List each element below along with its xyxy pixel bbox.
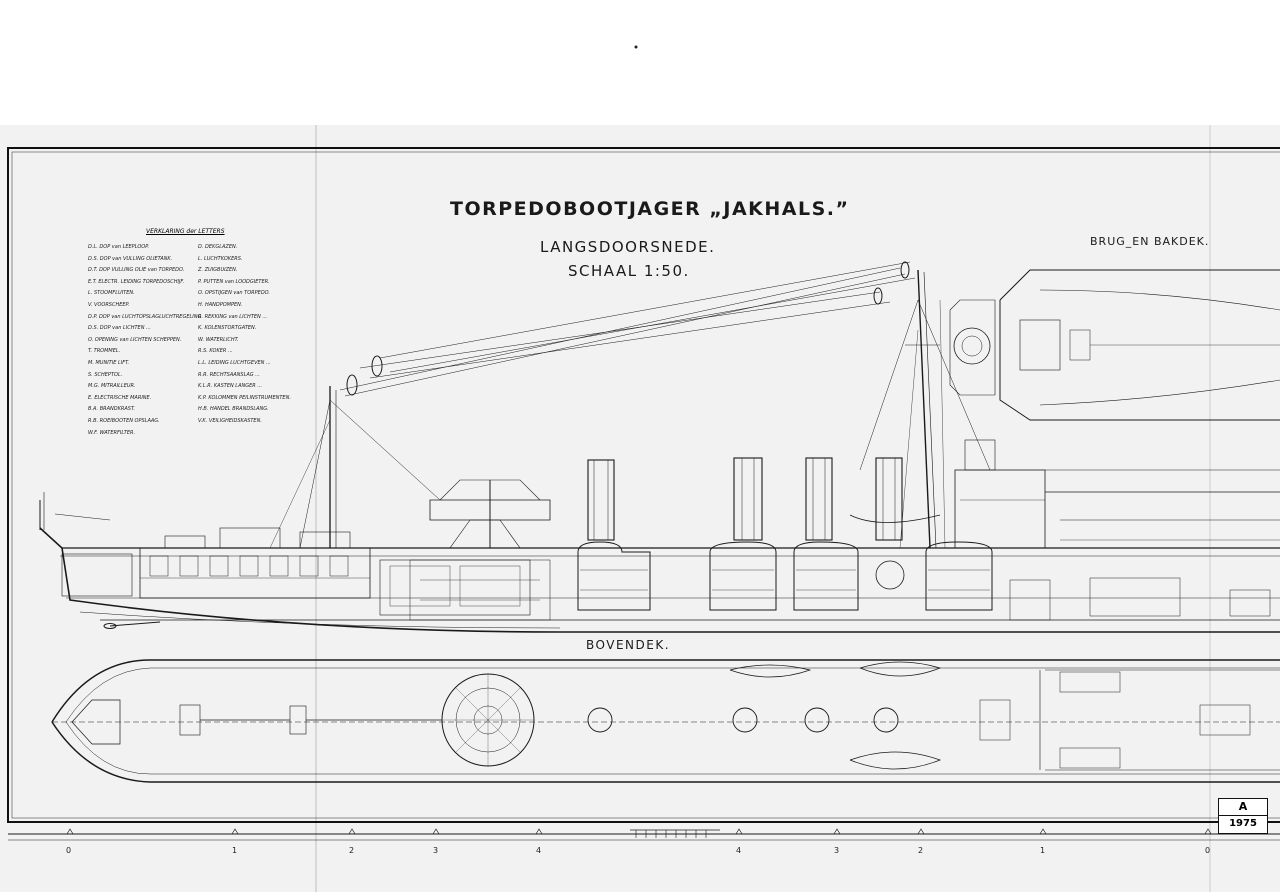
- legend-item: W. WATERLICHT.: [198, 336, 239, 343]
- legend-item: P. PUTTEN van LOODGIETER.: [198, 278, 270, 285]
- legend-item: R. REKKING van LICHTEN ...: [198, 313, 268, 320]
- stamp-number: 1975: [1229, 818, 1257, 829]
- scale-number: 3: [433, 846, 439, 855]
- legend-item: K.P. KOLOMMEN PEILINSTRUMENTEN.: [198, 394, 291, 401]
- legend-item: D.L. DOP van LEEPLOOP.: [88, 244, 150, 250]
- scale-number: 1: [1040, 846, 1046, 855]
- legend-item: L. LUCHTKOKERS.: [198, 255, 243, 262]
- legend-heading: VERKLARING der LETTERS: [146, 228, 225, 235]
- scale-number: 0: [66, 846, 72, 855]
- legend-item: O. OPSTIJGEN van TORPEDO.: [198, 290, 270, 297]
- upper-deck-plan: [51, 659, 1280, 783]
- legend-item: M. MUNITIE LIFT.: [88, 359, 130, 366]
- scale-bar-graphic: [8, 828, 1280, 841]
- legend-item: T. TROMMEL.: [88, 348, 121, 355]
- legend-item: V.K. VEILIGHEIDSKASTEN.: [198, 417, 262, 424]
- legend-item: L.L. LEIDING LUCHTGEVEN ...: [198, 359, 271, 366]
- scale-number: 3: [834, 846, 840, 855]
- upper-deck-label: BOVENDEK.: [586, 638, 671, 652]
- legend-right-column: D. DEKGLAZEN. L. LUCHTKOKERS. Z. ZUIGBUIZE…: [198, 242, 291, 428]
- legend-item: D.S. DOP van VULLING OLIETANK.: [88, 255, 173, 262]
- legend-item: D.P. DOP van LUCHTOPSLAGLUCHTREGELING: [88, 313, 202, 320]
- legend-item: K.L.R. KASTEN LANGER ...: [198, 383, 263, 390]
- legend-item: O. OPENING van LICHTEN SCHEPPEN.: [88, 336, 182, 343]
- legend: VERKLARING der LETTERS D.L. DOP van LEEP…: [88, 228, 318, 436]
- scale-number: 2: [918, 846, 924, 855]
- legend-item: H. HANDPOMPEN.: [198, 301, 243, 308]
- legend-left-column: D.L. DOP van LEEPLOOP. D.S. DOP van VULLI…: [88, 242, 201, 439]
- drawing-title: TORPEDOBOOTJAGER „JAKHALS.”: [450, 198, 850, 220]
- drawing-frame-inner: [11, 151, 1280, 819]
- legend-item: E. ELECTRISCHE MARINE.: [88, 394, 152, 401]
- legend-item: R.R. RECHTSAANSLAG ...: [198, 371, 261, 378]
- stamp-letter: A: [1238, 800, 1248, 813]
- ink-speck: [634, 45, 638, 49]
- scale-number: 4: [736, 846, 742, 855]
- side-elevation: [39, 261, 1280, 633]
- legend-item: H.B. HANDEL BRANDSLANG.: [198, 406, 269, 413]
- scale-number: 1: [232, 846, 238, 855]
- legend-item: M.G. MITRAILLEUR.: [88, 383, 136, 390]
- legend-item: R.B. ROEIBOOTEN OPSLAAG.: [88, 417, 160, 424]
- legend-item: R.S. KOKER ...: [198, 348, 233, 355]
- archive-stamp: A 1975: [1218, 798, 1268, 834]
- legend-item: E.T. ELECTR. LEIDING TORPEDOSCHIJF.: [88, 278, 185, 285]
- bridge-deck-plan: [949, 269, 1280, 421]
- legend-item: Z. ZUIGBUIZEN.: [198, 267, 238, 274]
- scale-number: 2: [349, 846, 355, 855]
- scale-text: SCHAAL 1:50.: [568, 262, 690, 280]
- legend-item: D. DEKGLAZEN.: [198, 244, 238, 250]
- legend-item: L. STOOMFLUITEN.: [88, 290, 135, 297]
- legend-item: D.S. DOP van LICHTEN ...: [88, 325, 151, 332]
- drawing-frame: [7, 147, 1280, 823]
- scale-number: 4: [536, 846, 542, 855]
- section-name: LANGSDOORSNEDE.: [540, 238, 716, 256]
- legend-item: D.T. DOP VULLING OLIE van TORPEDO.: [88, 267, 185, 274]
- legend-item: K. KOLENSTORTGATEN.: [198, 325, 257, 332]
- legend-item: B.A. BRANDKRAST.: [88, 406, 136, 413]
- legend-item: S. SCHEPTOL.: [88, 371, 123, 378]
- paper-background: [0, 125, 1280, 892]
- bridge-deck-label: BRUG_EN BAKDEK.: [1090, 235, 1210, 248]
- legend-item: W.F. WATERFILTER.: [88, 429, 136, 436]
- scale-number: 0: [1205, 846, 1211, 855]
- stamp-divider: [1219, 815, 1267, 816]
- legend-item: V. VOORSCHEEP.: [88, 301, 130, 308]
